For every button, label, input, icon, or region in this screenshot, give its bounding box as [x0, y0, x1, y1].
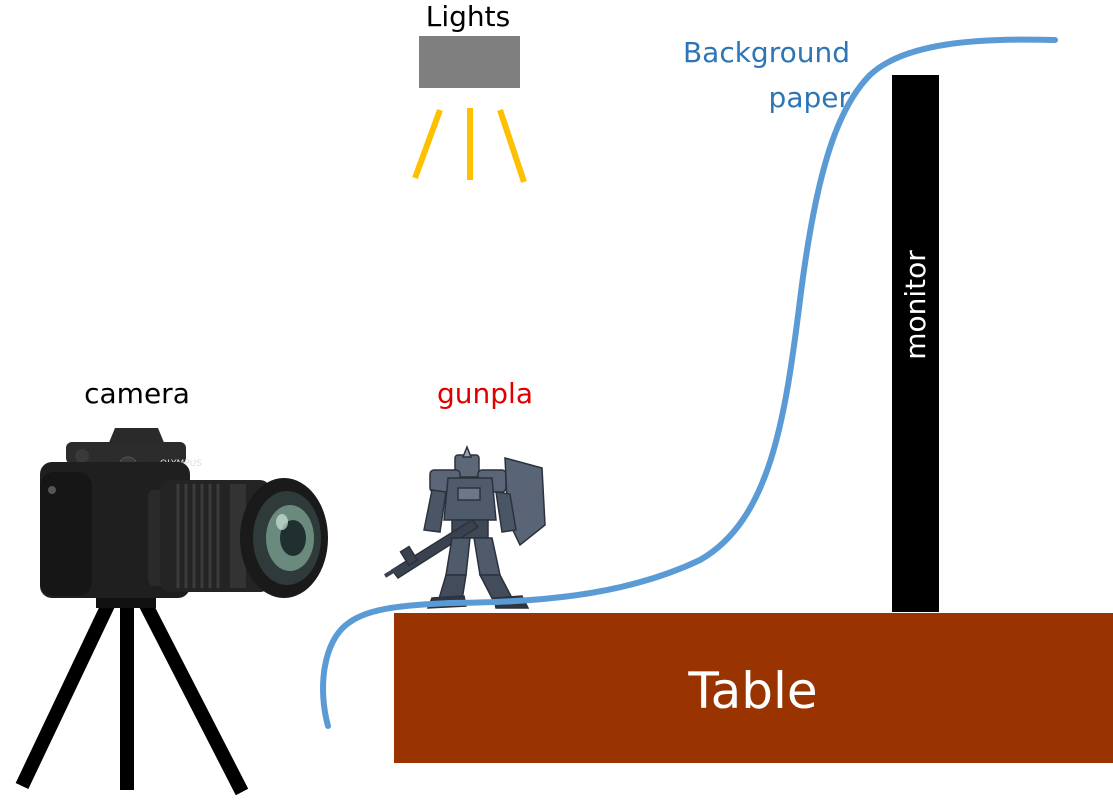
tripod [15, 601, 249, 796]
camera-label: camera [84, 377, 190, 410]
gunpla-label: gunpla [437, 377, 533, 410]
background-paper-label-line2: paper [769, 81, 851, 114]
light-rays [412, 108, 527, 183]
background-paper-curve [320, 36, 1058, 729]
background-paper-label-line1: Background [683, 36, 850, 69]
monitor [892, 75, 939, 612]
dslr-camera-icon: OLYMPUS [40, 428, 328, 598]
tripod-leg-right [139, 601, 249, 796]
tripod-leg-left [15, 601, 115, 790]
monitor-label: monitor [899, 250, 932, 360]
lights-label: Lights [426, 0, 510, 33]
table [394, 613, 1113, 763]
light-ray-left [412, 108, 443, 180]
robot-figure-icon [383, 444, 546, 609]
table-label: Table [687, 662, 817, 720]
lamp-icon [419, 36, 520, 88]
light-ray-right [497, 109, 527, 183]
